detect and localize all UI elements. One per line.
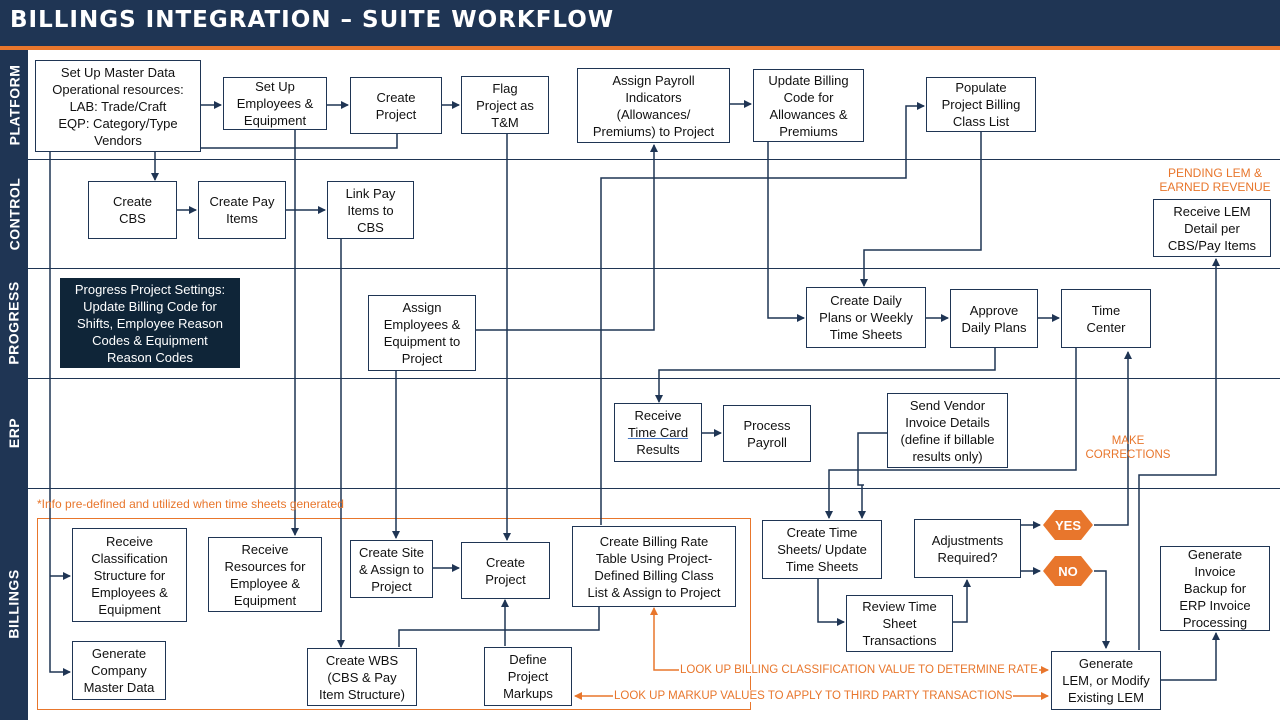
swimlane-column xyxy=(0,50,28,720)
create-site-box: Create Site & Assign to Project xyxy=(350,540,433,598)
create-wbs-box: Create WBS (CBS & Pay Item Structure) xyxy=(307,648,417,706)
time-center-box: Time Center xyxy=(1061,289,1151,348)
generate-lem-box: Generate LEM, or Modify Existing LEM xyxy=(1051,651,1161,710)
flag-project-tm-box: Flag Project as T&M xyxy=(461,76,549,134)
header-bar: BILLINGS INTEGRATION – SUITE WORKFLOW xyxy=(0,0,1280,46)
send-vendor-invoice-box: Send Vendor Invoice Details (define if b… xyxy=(887,393,1008,468)
update-billing-code-box: Update Billing Code for Allowances & Pre… xyxy=(753,69,864,142)
process-payroll-box: Process Payroll xyxy=(723,405,811,462)
lane-divider xyxy=(28,488,1280,489)
no-decision: NO xyxy=(1043,556,1093,586)
no-decision-label: NO xyxy=(1058,563,1078,579)
receive-time-card-results-box: Receive Time Card Results xyxy=(614,403,702,462)
receive-time-card-line3: Results xyxy=(636,442,680,457)
yes-decision-label: YES xyxy=(1054,517,1081,533)
review-time-sheet-box: Review Time Sheet Transactions xyxy=(846,595,953,652)
assign-payroll-indicators-box: Assign Payroll Indicators (Allowances/ P… xyxy=(577,68,730,143)
pending-lem-annotation: PENDING LEM & EARNED REVENUE xyxy=(1159,166,1271,194)
receive-time-card-line1: Receive xyxy=(634,408,682,423)
create-cbs-box: Create CBS xyxy=(88,181,177,239)
create-project-platform-box: Create Project xyxy=(350,77,442,134)
receive-time-card-line2: Time Card xyxy=(627,425,689,440)
assign-employees-equipment-box: Assign Employees & Equipment to Project xyxy=(368,295,476,371)
generate-company-master-data-box: Generate Company Master Data xyxy=(72,641,166,700)
receive-classification-structure-box: Receive Classification Structure for Emp… xyxy=(72,528,187,622)
lane-divider xyxy=(28,378,1280,379)
lookup-markup-annotation: LOOK UP MARKUP VALUES TO APPLY TO THIRD … xyxy=(613,690,1014,702)
create-billing-rate-table-box: Create Billing Rate Table Using Project-… xyxy=(572,526,736,607)
create-project-billings-box: Create Project xyxy=(461,542,550,599)
make-corrections-annotation: MAKE CORRECTIONS xyxy=(1085,435,1171,461)
receive-resources-box: Receive Resources for Employee & Equipme… xyxy=(208,537,322,612)
receive-lem-detail-box: Receive LEM Detail per CBS/Pay Items xyxy=(1153,199,1271,257)
progress-project-settings-box: Progress Project Settings: Update Billin… xyxy=(60,278,240,368)
approve-daily-plans-box: Approve Daily Plans xyxy=(950,289,1038,348)
setup-master-data-box: Set Up Master Data Operational resources… xyxy=(35,60,201,152)
create-daily-plans-box: Create Daily Plans or Weekly Time Sheets xyxy=(806,287,926,348)
link-pay-items-box: Link Pay Items to CBS xyxy=(327,181,414,239)
lookup-billing-annotation: LOOK UP BILLING CLASSIFICATION VALUE TO … xyxy=(679,664,1039,676)
yes-decision: YES xyxy=(1043,510,1093,540)
create-time-sheets-box: Create Time Sheets/ Update Time Sheets xyxy=(762,520,882,579)
setup-employees-equipment-box: Set Up Employees & Equipment xyxy=(223,77,327,130)
generate-invoice-backup-box: Generate Invoice Backup for ERP Invoice … xyxy=(1160,546,1270,631)
info-predefined-note: *Info pre-defined and utilized when time… xyxy=(37,497,344,511)
define-project-markups-box: Define Project Markups xyxy=(484,647,572,706)
populate-billing-class-list-box: Populate Project Billing Class List xyxy=(926,77,1036,132)
page-title: BILLINGS INTEGRATION – SUITE WORKFLOW xyxy=(10,7,615,33)
header-accent-rule xyxy=(0,46,1280,50)
create-pay-items-box: Create Pay Items xyxy=(198,181,286,239)
adjustments-required-box: Adjustments Required? xyxy=(914,519,1021,578)
